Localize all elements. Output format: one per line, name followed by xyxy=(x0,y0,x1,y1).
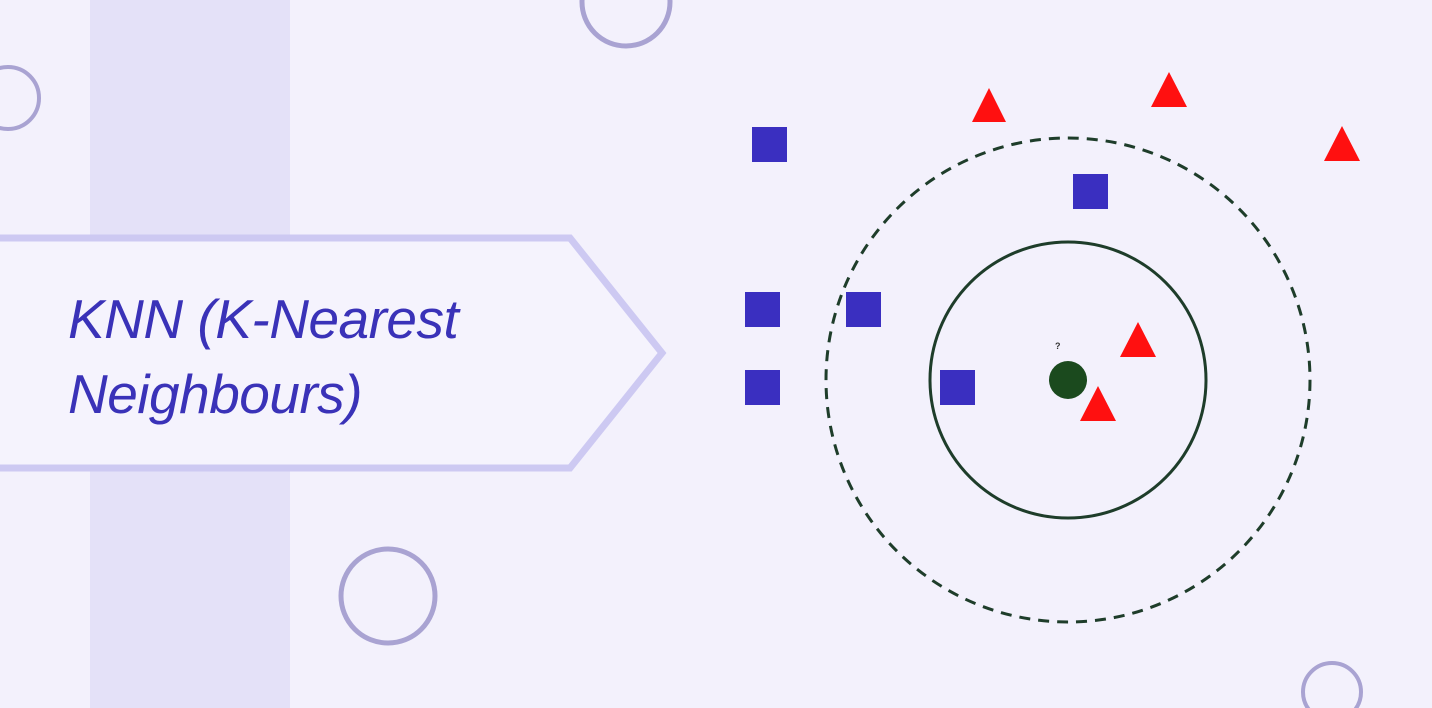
class-b-triangle xyxy=(1120,322,1156,357)
page-title: KNN (K-Nearest Neighbours) xyxy=(68,282,608,432)
class-a-square xyxy=(745,370,780,405)
title-line-2: Neighbours) xyxy=(68,363,363,425)
decor-ring-top xyxy=(579,0,673,49)
inner-boundary-solid xyxy=(928,240,1208,520)
class-b-triangle xyxy=(1324,126,1360,161)
class-b-triangle xyxy=(1080,386,1116,421)
class-a-square xyxy=(745,292,780,327)
decor-ring-bottom xyxy=(338,546,438,646)
class-a-square xyxy=(940,370,975,405)
class-a-square xyxy=(1073,174,1108,209)
class-a-square xyxy=(752,127,787,162)
decor-ring-bottom-right xyxy=(1301,661,1363,708)
query-point-label: ? xyxy=(1055,341,1061,351)
outer-boundary-dashed xyxy=(824,136,1312,624)
class-b-triangle xyxy=(972,88,1006,122)
title-line-1: KNN (K-Nearest xyxy=(68,288,459,350)
class-a-square xyxy=(846,292,881,327)
class-b-triangle xyxy=(1151,72,1187,107)
query-point xyxy=(1049,361,1087,399)
decor-ring-left xyxy=(0,65,41,131)
title-banner xyxy=(0,234,667,472)
